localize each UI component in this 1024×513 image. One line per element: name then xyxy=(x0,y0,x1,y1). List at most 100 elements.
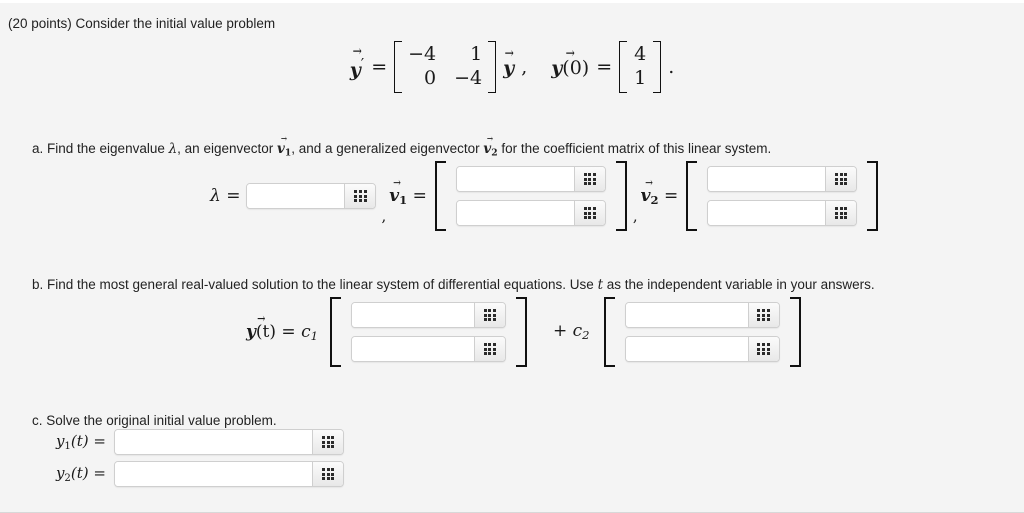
part-c-answer-rows: y1(t) = y2(t) = xyxy=(44,429,344,493)
v2-symbol: v2 xyxy=(483,139,497,160)
v1-row2-input[interactable] xyxy=(456,201,574,225)
lambda-input[interactable] xyxy=(247,184,345,208)
lambda-answer-label: λ = xyxy=(210,186,241,206)
part-a-answer-row: λ = , v1 = xyxy=(210,161,879,231)
bracket-right xyxy=(488,41,497,93)
grid-keypad-button[interactable] xyxy=(825,167,857,191)
v1-row1-input-wrapper[interactable] xyxy=(455,166,606,192)
v1-answer-group: v1 = xyxy=(389,161,627,231)
lambda-input-wrapper[interactable] xyxy=(246,183,377,209)
grid-keypad-icon xyxy=(354,189,367,203)
grid-keypad-icon xyxy=(583,172,596,186)
ic-cell-1: 1 xyxy=(634,66,647,89)
equation-lhs-vector: y′ xyxy=(350,53,365,81)
grid-keypad-icon xyxy=(483,308,497,322)
grid-keypad-button[interactable] xyxy=(312,462,343,486)
grid-keypad-button[interactable] xyxy=(344,184,376,208)
grid-keypad-icon xyxy=(321,467,335,481)
lambda-symbol: λ xyxy=(168,141,178,157)
lambda-answer-group: λ = xyxy=(210,183,377,209)
v2-answer-group: v2 = xyxy=(641,161,879,231)
matrix-cell-0-0: −4 xyxy=(408,43,437,65)
plus-c2-label: + c2 xyxy=(552,321,590,343)
v2-answer-label: v2 = xyxy=(641,185,679,207)
grid-keypad-icon xyxy=(835,206,848,220)
v2-row2-input-wrapper[interactable] xyxy=(707,200,858,226)
equation-equals-1: = xyxy=(371,55,388,78)
ic-cell-0: 4 xyxy=(634,43,647,65)
y1-answer-label: y1(t) = xyxy=(55,432,106,452)
y2-input-wrapper[interactable] xyxy=(114,461,344,487)
grid-keypad-icon xyxy=(757,308,770,322)
c2-row2-input[interactable] xyxy=(625,337,748,361)
grid-keypad-icon xyxy=(757,342,770,356)
v1-symbol: v1 xyxy=(277,139,291,160)
part-b-text-1: b. Find the most general real-valued sol… xyxy=(32,277,598,292)
y1-input-wrapper[interactable] xyxy=(114,429,344,455)
c2-row2-input-wrapper[interactable] xyxy=(624,336,780,362)
bracket-right xyxy=(515,297,527,367)
v2-row1-input[interactable] xyxy=(708,167,826,191)
initial-condition-vector: 4 1 xyxy=(619,41,662,93)
grid-keypad-button[interactable] xyxy=(573,201,605,225)
matrix-cell-1-1: −4 xyxy=(454,66,483,89)
part-b-prompt: b. Find the most general real-valued sol… xyxy=(32,276,875,294)
part-a-text-3: , and a generalized eigenvector xyxy=(291,141,484,156)
grid-keypad-icon xyxy=(835,172,848,186)
grid-keypad-button[interactable] xyxy=(312,430,343,454)
equation-comma: , xyxy=(521,55,528,78)
part-b-text-2: as the independent variable in your answ… xyxy=(603,277,875,292)
initial-condition-label: y(0) xyxy=(551,55,589,79)
comma-separator-2: , xyxy=(632,207,638,225)
grid-keypad-button[interactable] xyxy=(825,201,857,225)
grid-keypad-icon xyxy=(583,206,596,220)
grid-keypad-button[interactable] xyxy=(747,337,779,361)
y1-input[interactable] xyxy=(115,430,312,454)
bracket-left xyxy=(329,297,341,367)
matrix-cell-1-0: 0 xyxy=(424,66,437,89)
v2-row1-input-wrapper[interactable] xyxy=(707,166,858,192)
part-a-text-2: , an eigenvector xyxy=(177,141,277,156)
bracket-right xyxy=(867,161,879,231)
bracket-right xyxy=(653,41,662,93)
part-c-prompt: c. Solve the original initial value prob… xyxy=(32,413,277,428)
matrix-cell-0-1: 1 xyxy=(470,43,483,65)
part-c-row-2: y2(t) = xyxy=(44,461,344,487)
c2-row1-input-wrapper[interactable] xyxy=(624,302,780,328)
part-a-text-4: for the coefficient matrix of this linea… xyxy=(497,141,772,156)
part-a-text-1: a. Find the eigenvalue xyxy=(32,141,169,156)
grid-keypad-button[interactable] xyxy=(473,303,505,327)
display-equation: y′ = −4 1 0 −4 y, y(0) = 4 1 xyxy=(0,41,1024,93)
c1-row2-input[interactable] xyxy=(351,337,474,361)
c1-row2-input-wrapper[interactable] xyxy=(350,336,506,362)
coefficient-matrix: −4 1 0 −4 xyxy=(394,41,497,93)
c1-row1-input-wrapper[interactable] xyxy=(350,302,506,328)
t-symbol: t xyxy=(597,277,604,293)
v1-row2-input-wrapper[interactable] xyxy=(455,200,606,226)
v2-vector-widget xyxy=(686,161,879,231)
c1-row1-input[interactable] xyxy=(351,303,474,327)
bracket-left xyxy=(619,41,628,93)
y2-input[interactable] xyxy=(115,462,312,486)
bracket-left xyxy=(434,161,446,231)
part-c-row-1: y1(t) = xyxy=(44,429,344,455)
c2-row1-input[interactable] xyxy=(625,303,748,327)
question-stem: (20 points) Consider the initial value p… xyxy=(8,16,276,31)
y2-answer-label: y2(t) = xyxy=(55,464,106,484)
v1-answer-label: v1 = xyxy=(389,185,427,207)
bracket-right xyxy=(789,297,801,367)
grid-keypad-button[interactable] xyxy=(573,167,605,191)
grid-keypad-button[interactable] xyxy=(473,337,505,361)
equation-period: . xyxy=(668,55,675,78)
v2-row2-input[interactable] xyxy=(708,201,826,225)
bracket-left xyxy=(394,41,403,93)
grid-keypad-button[interactable] xyxy=(747,303,779,327)
c2-vector-widget xyxy=(603,297,801,367)
equation-equals-2: = xyxy=(596,55,613,78)
yt-answer-label: y(t) = c1 xyxy=(246,320,318,343)
equation-rhs-vector: y xyxy=(503,55,514,79)
part-a-prompt: a. Find the eigenvalue λ, an eigenvector… xyxy=(32,139,771,160)
bracket-left xyxy=(603,297,615,367)
v1-row1-input[interactable] xyxy=(456,167,574,191)
